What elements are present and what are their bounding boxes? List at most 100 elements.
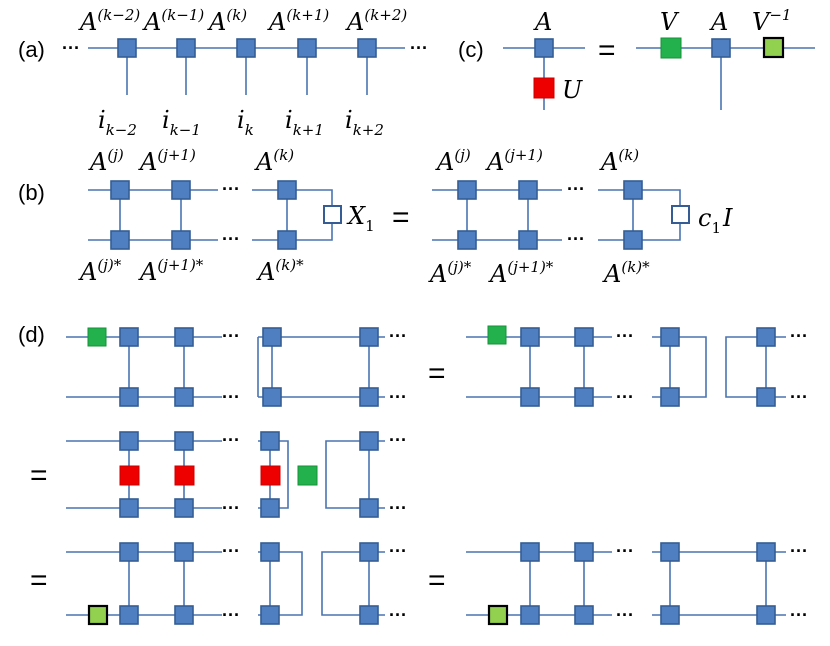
unitary-label: U [562,76,583,104]
tensor-label-a-conj: A(j+1)* [138,256,204,286]
dots: ··· [389,541,407,561]
equals-sign: = [392,201,410,234]
tensor-label-a-conj: A(j+1)* [488,258,554,288]
panel-c: (c) A U = V A V−1 [458,6,815,110]
dots: ··· [389,387,407,407]
tensor-node [277,230,297,250]
dots: ··· [616,541,634,561]
tensor-node [171,180,191,200]
tensor-node [660,327,680,347]
index-label: ik+1 [285,106,324,139]
tensor-node [110,230,130,250]
tensor-node [574,542,594,562]
tensor-node [359,498,379,518]
tensor-label-a-conj: A(j)* [428,258,472,288]
closing-bond [258,551,303,616]
unitary-u [174,465,195,486]
v-inverse-gate [762,36,785,59]
tensor-node [262,327,282,347]
tensor-node [174,387,194,407]
index-label: ik−1 [162,106,201,139]
c1-identity-label: c1I [698,204,733,237]
opening-bond [725,336,786,398]
tensor-node [574,327,594,347]
dots: ··· [222,387,240,407]
tensor-label-a: A [709,8,728,36]
tensor-node [357,38,377,58]
identity-box [671,205,690,224]
dots: ··· [222,179,240,199]
tensor-node [174,498,194,518]
dots: ··· [222,541,240,561]
v-gate [87,327,107,347]
dots-right: ··· [410,38,428,58]
v-gate [297,465,318,486]
v-inverse-gate [487,604,509,626]
opening-bond [321,551,385,616]
dots: ··· [222,498,240,518]
tensor-node [119,387,139,407]
dots: ··· [790,541,808,561]
panel-c-label: (c) [458,37,484,62]
tensor-label-a: A(j) [88,146,124,176]
equals-sign: = [598,34,616,67]
panel-b: (b) ··· ··· A(j) A(j+1) A(k) A(j)* A(j+1… [18,146,733,288]
unitary-u [119,465,140,486]
tensor-node [119,542,139,562]
v-label: V [660,8,680,36]
tensor-label-a: A(k) [207,6,247,36]
dots: ··· [222,605,240,625]
tensor-node [297,38,317,58]
tensor-node [260,605,280,625]
tensor-label-a: A(k−2) [78,6,140,36]
tensor-node [119,431,139,451]
tensor-node [359,387,379,407]
tensor-node [171,230,191,250]
tensor-node [520,387,540,407]
dots: ··· [790,605,808,625]
tensor-label-a: A(k+2) [345,6,407,36]
equals-sign: = [428,564,446,597]
panel-a: (a) ··· ··· A(k−2) A(k−1) A(k) A(k+1) A(… [18,6,428,139]
dots: ··· [616,326,634,346]
dots: ··· [389,430,407,450]
tensor-node [574,605,594,625]
tensor-node [119,327,139,347]
v-gate [487,325,507,345]
tensor-node [359,605,379,625]
tensor-node [174,431,194,451]
v-inverse-gate [87,604,109,626]
index-label: ik−2 [98,106,137,139]
v-inverse-label: V−1 [752,6,791,36]
panel-a-label: (a) [18,37,45,62]
tensor-node [174,605,194,625]
dots: ··· [389,605,407,625]
tensor-node [119,605,139,625]
tensor-node [174,327,194,347]
tensor-node [174,542,194,562]
tensor-node [623,180,643,200]
tensor-node [756,605,776,625]
tensor-node [359,431,379,451]
tensor-label-a: A(k−1) [142,6,204,36]
tensor-node [520,542,540,562]
dots: ··· [389,498,407,518]
index-label: ik [237,106,254,139]
dots: ··· [790,387,808,407]
tensor-node [518,230,538,250]
unitary-u [260,465,281,486]
tensor-label-a-conj: A(k)* [256,256,304,286]
dots: ··· [567,229,585,249]
tensor-node [623,230,643,250]
equals-sign: = [30,459,48,492]
dots: ··· [389,326,407,346]
tensor-label-a-conj: A(k)* [602,258,650,288]
unitary-u [533,77,555,99]
dots: ··· [790,326,808,346]
tensor-label-a-conj: A(j)* [78,256,122,286]
x1-box [323,205,342,224]
tensor-node [260,542,280,562]
dots: ··· [222,430,240,450]
tensor-label-a: A(k) [254,146,294,176]
panel-b-label: (b) [18,180,45,205]
